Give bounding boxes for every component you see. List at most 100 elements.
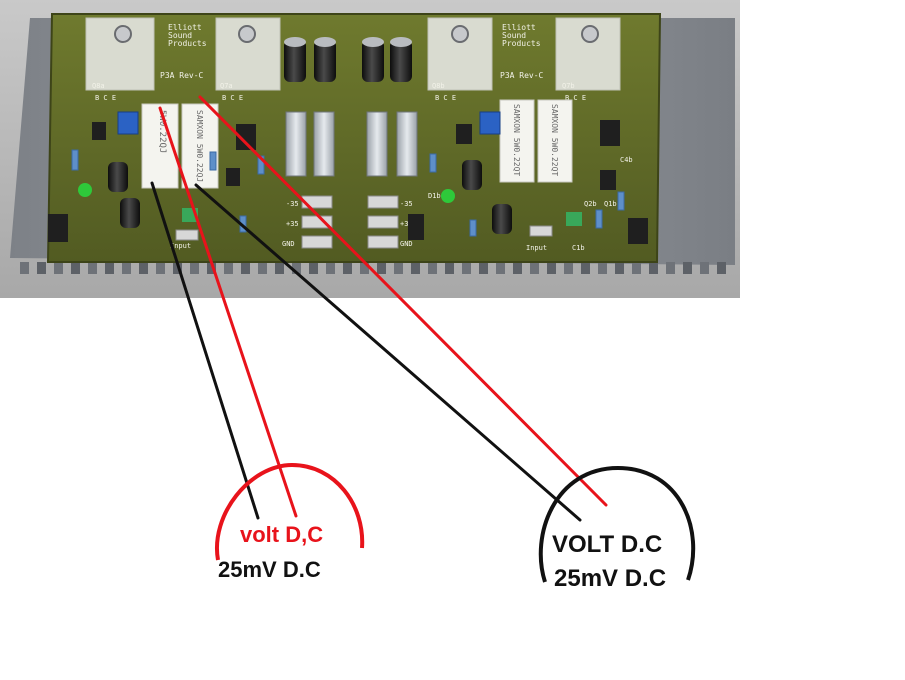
heatsink-fin [360, 262, 369, 274]
red-probe-left-wire [158, 106, 298, 518]
meter-left-arc [214, 462, 365, 561]
q8a-label: Q8a [92, 82, 105, 90]
p35-label-left: +35 [286, 220, 299, 228]
heatsink-fin [122, 262, 131, 274]
fuses [285, 111, 418, 177]
resistor-a-text: 5W0.22QJ [157, 110, 167, 153]
resistor-c-text: SAMXON 5W0.22QT [512, 104, 521, 176]
maker-text-right-1: Elliott [502, 23, 536, 32]
bce-label-4: B C E [565, 94, 586, 102]
small-resistors [71, 149, 625, 237]
meter-left-reading-2: 25mV D.C [218, 557, 321, 582]
d1b-label: D1b [428, 192, 441, 200]
heatsink-fin [20, 262, 29, 274]
small-transistors [48, 120, 648, 244]
heatsink-fin [462, 262, 471, 274]
black-probe-right-wire [194, 183, 582, 522]
heatsink-fin [258, 262, 267, 274]
heatsink-fin [649, 262, 658, 274]
meter-left-reading-1: volt D,C [240, 522, 323, 547]
meter-right-reading-2: 25mV D.C [554, 565, 666, 592]
heatsink-fin [156, 262, 165, 274]
meter-right-arc [538, 465, 696, 583]
m35-label-left: -35 [286, 200, 299, 208]
heatsink-fin [37, 262, 46, 274]
trim-pots [117, 111, 501, 135]
q1b-label: Q1b [604, 200, 617, 208]
input-label-left: Input [170, 242, 191, 250]
connector-labels: -35 +35 GND -35 +35 GND Input Input C1b … [170, 156, 633, 252]
heatsink-fin [547, 262, 556, 274]
maker-text-right-3: Products [502, 39, 541, 48]
q7b-label: Q7b [562, 82, 575, 90]
red-probe-right-wire [198, 95, 608, 507]
heatsink-fin [479, 262, 488, 274]
heatsink-fin [700, 262, 709, 274]
heatsink-fin [717, 262, 726, 274]
heatsink-fin [292, 262, 301, 274]
transistor-pads [85, 17, 621, 91]
maker-text-right-2: Sound [502, 31, 526, 40]
heatsink-fin [615, 262, 624, 274]
heatsink-fin [190, 262, 199, 274]
heatsink-fin [207, 262, 216, 274]
bce-label-2: B C E [222, 94, 243, 102]
heatsink-fin [275, 262, 284, 274]
heatsink-fin [564, 262, 573, 274]
heatsink-fin [105, 262, 114, 274]
heatsink-fins [20, 262, 726, 274]
black-probe-left-wire [150, 181, 260, 520]
maker-text-left-2: Sound [168, 31, 192, 40]
heatsink-fin [666, 262, 675, 274]
heatsink-fin [394, 262, 403, 274]
probe-wires [150, 95, 608, 522]
heatsink-fin [411, 262, 420, 274]
heatsink-fin [377, 262, 386, 274]
q8b-label: Q8b [432, 82, 445, 90]
pcb-board [46, 13, 662, 263]
m35-label-right: -35 [400, 200, 413, 208]
heatsink-fin [445, 262, 454, 274]
c4b-label: C4b [620, 156, 633, 164]
heatsink-fin [598, 262, 607, 274]
maker-text-left-1: Elliott [168, 23, 202, 32]
gnd-label-right: GND [400, 240, 413, 248]
heatsink-fin [54, 262, 63, 274]
meter-right-reading-1: VOLT D.C [552, 531, 662, 558]
gnd-label-left: GND [282, 240, 295, 248]
resistor-b-text: SAMXON 5W0.22QJ [195, 110, 204, 182]
bce-label-3: B C E [435, 94, 456, 102]
q7a-label: Q7a [220, 82, 233, 90]
resistor-d-text: SAMXON 5W0.22QT [550, 104, 559, 176]
heatsink-fin [71, 262, 80, 274]
heatsink-fin [632, 262, 641, 274]
p35-label-right: +35 [400, 220, 413, 228]
silkscreen-right: Elliott Sound Products P3A Rev-C Q8b Q7b… [432, 23, 586, 102]
maker-text-left-3: Products [168, 39, 207, 48]
heatsink-fin [496, 262, 505, 274]
rev-text-right: P3A Rev-C [500, 71, 544, 80]
top-capacitors [284, 37, 412, 82]
heatsink-fin [513, 262, 522, 274]
amplifier-board-photo: Elliott Sound Products P3A Rev-C Q8a Q7a… [0, 0, 740, 298]
heatsink-fin [88, 262, 97, 274]
rev-text-left: P3A Rev-C [160, 71, 204, 80]
leds [78, 183, 455, 203]
screws [114, 25, 599, 43]
meter-left: volt D,C 25mV D.C [214, 462, 365, 582]
heatsink-fin [224, 262, 233, 274]
heatsink-fin [343, 262, 352, 274]
heatsink-fin [326, 262, 335, 274]
small-capacitors [108, 160, 512, 234]
heatsink-fin [530, 262, 539, 274]
meter-right: VOLT D.C 25mV D.C [538, 465, 696, 592]
heatsink-fin [683, 262, 692, 274]
bce-label-1: B C E [95, 94, 116, 102]
input-label-right: Input [526, 244, 547, 252]
heatsink-fin [428, 262, 437, 274]
heatsink-fin [309, 262, 318, 274]
heatsink-fin [581, 262, 590, 274]
heatsink-fin [139, 262, 148, 274]
silkscreen-left: Elliott Sound Products P3A Rev-C Q8a Q7a… [92, 23, 243, 102]
